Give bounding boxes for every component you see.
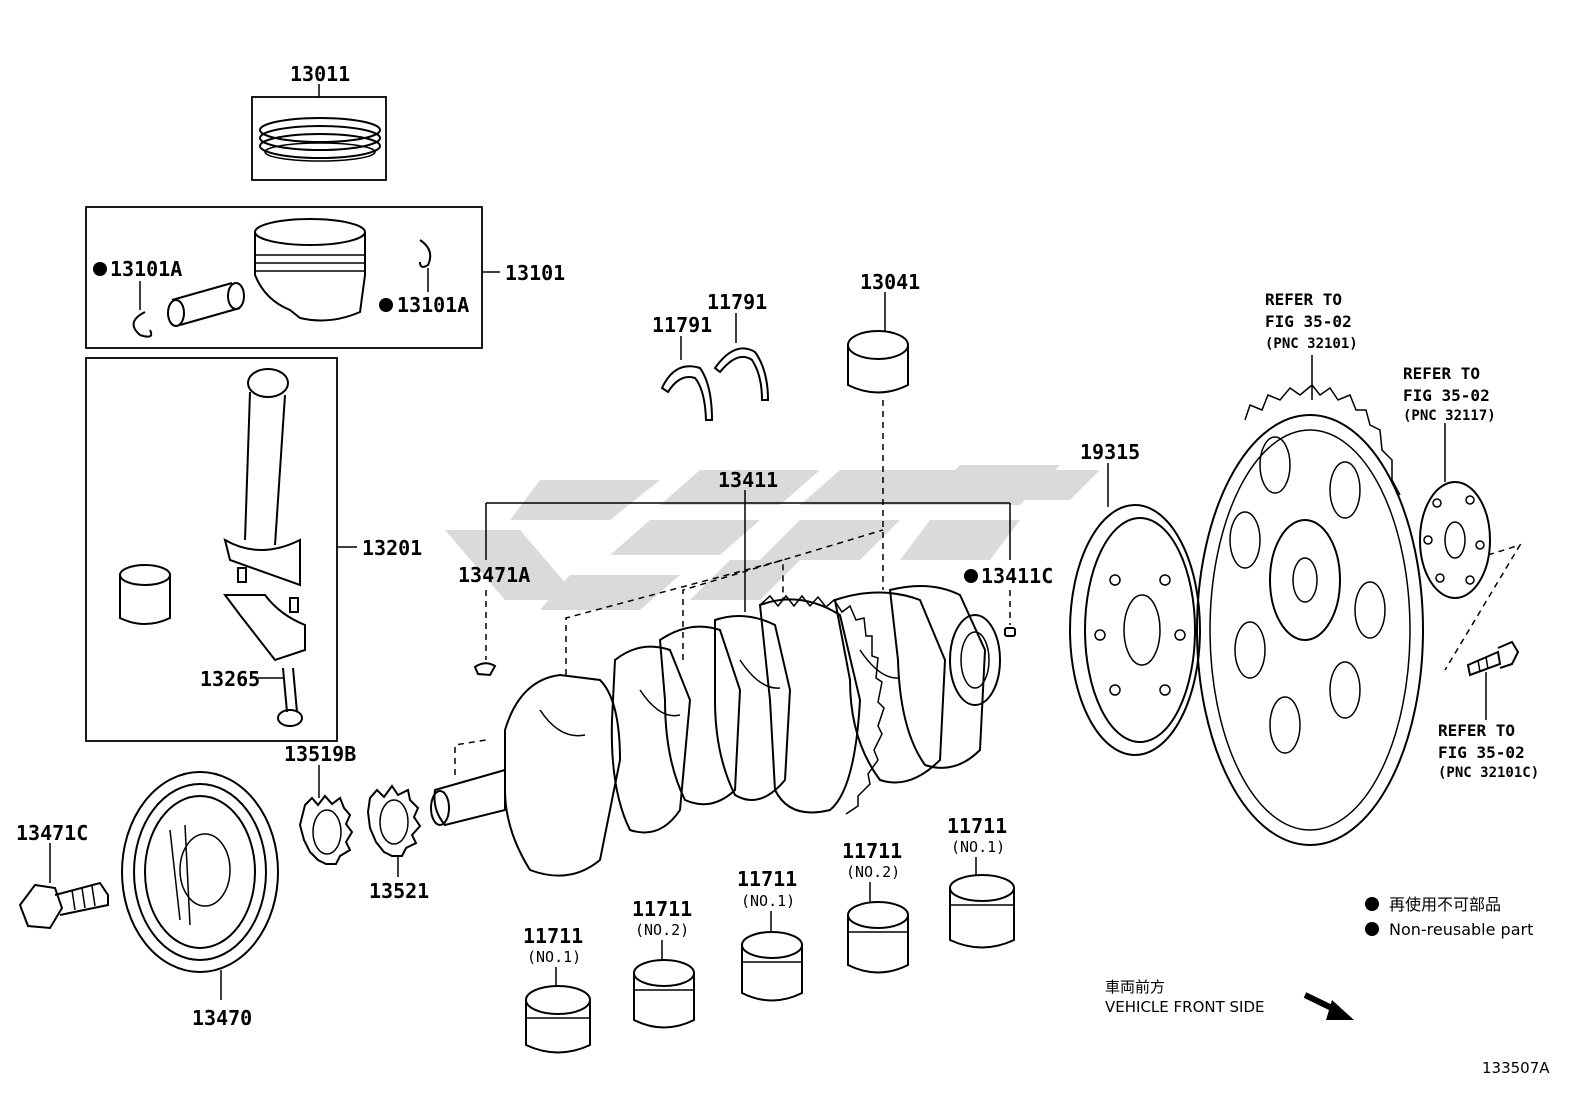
ref3-line1: REFER TO [1438,721,1515,740]
label-13470: 13470 [192,1006,252,1030]
label-13101a-left: 13101A [110,257,182,281]
label-13521: 13521 [369,879,429,903]
main-bearing-4[interactable] [847,901,909,974]
non-reusable-dot-icon [379,298,393,312]
crankshaft-key-13471a[interactable] [473,662,497,677]
main-bearing-2[interactable] [633,959,695,1029]
ref3-line3: (PNC 32101C) [1438,765,1539,781]
label-13265: 13265 [200,667,260,691]
label-13471a: 13471A [458,563,530,587]
legend-en: Non-reusable part [1389,920,1533,939]
thrust-washers[interactable] [660,347,770,421]
non-reusable-dot-icon [964,569,978,583]
legend-dot-icon [1365,922,1379,936]
label-13201: 13201 [362,536,422,560]
drive-plate-bolt[interactable] [1466,640,1520,677]
vehicle-front-jp: 車両前方 [1105,978,1165,996]
label-11791-b: 11791 [707,290,767,314]
spacer-plate[interactable] [1419,481,1491,599]
piston-ring-set[interactable] [251,96,387,181]
sprocket-13519b[interactable] [298,794,354,865]
label-13519b: 13519B [284,742,356,766]
label-19315: 19315 [1080,440,1140,464]
ref1-line1: REFER TO [1265,290,1342,309]
label-13471c: 13471C [16,821,88,845]
bearing1-num: 11711 [523,924,583,948]
main-bearing-1[interactable] [525,985,591,1054]
label-11791-a: 11791 [652,313,712,337]
label-13041: 13041 [860,270,920,294]
bearing1-sub: (NO.1) [527,948,581,966]
front-arrow-icon [1303,992,1354,1020]
bearing5-num: 11711 [947,814,1007,838]
bearing3-num: 11711 [737,867,797,891]
main-bearing-5[interactable] [949,874,1015,949]
bearing4-num: 11711 [842,839,902,863]
sprocket-13521[interactable] [366,784,422,857]
ref3-line2: FIG 35-02 [1438,743,1525,762]
ref1-line2: FIG 35-02 [1265,312,1352,331]
crankshaft[interactable] [430,585,1001,877]
crankshaft-pulley[interactable] [121,771,279,973]
main-bearing-3[interactable] [741,931,803,1002]
legend-jp: 再使用不可部品 [1389,895,1501,914]
non-reusable-dot-icon [93,262,107,276]
label-13011: 13011 [290,62,350,86]
connecting-rod-bearing[interactable] [847,330,909,394]
label-13411c: 13411C [981,564,1053,588]
connecting-rod-assembly[interactable] [85,357,338,742]
ref2-line3: (PNC 32117) [1403,408,1496,424]
pulley-bolt[interactable] [18,881,109,930]
crankshaft-position-rotor[interactable] [1069,504,1201,756]
bearing2-num: 11711 [632,897,692,921]
bearing5-sub: (NO.1) [951,838,1005,856]
vehicle-front-en: VEHICLE FRONT SIDE [1105,998,1265,1016]
ref1-line3: (PNC 32101) [1265,336,1358,352]
bearing4-sub: (NO.2) [846,863,900,881]
bearing2-sub: (NO.2) [635,921,689,939]
pin-13411c[interactable] [1004,627,1016,637]
ref2-line2: FIG 35-02 [1403,386,1490,405]
legend-dot-icon [1365,897,1379,911]
drive-plate[interactable] [1196,383,1424,846]
label-13101a-right: 13101A [397,293,469,317]
ref2-line1: REFER TO [1403,364,1480,383]
figure-id: 133507A [1482,1059,1550,1077]
piston-assembly[interactable] [85,206,483,349]
watermark-logo [445,465,1100,610]
label-13101: 13101 [505,261,565,285]
label-13411: 13411 [718,468,778,492]
bearing3-sub: (NO.1) [741,892,795,910]
